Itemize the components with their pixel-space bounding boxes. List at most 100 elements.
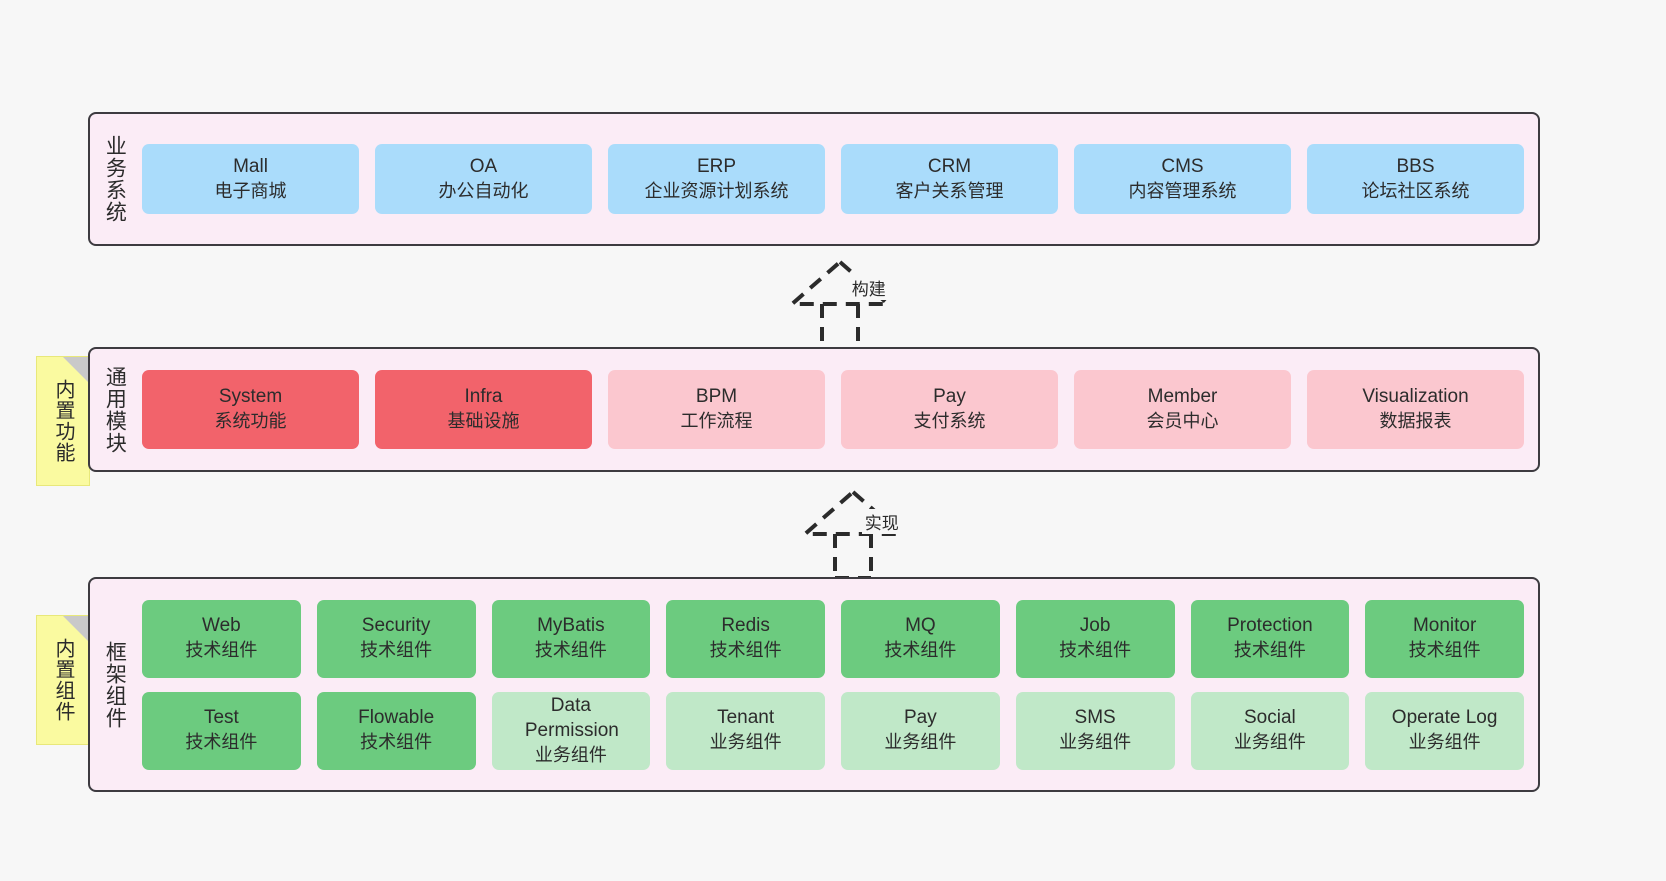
- card-oa[interactable]: OA 办公自动化: [375, 144, 592, 214]
- card-job-desc: 技术组件: [1059, 640, 1132, 661]
- connector-build: 构建: [760, 256, 920, 352]
- card-social[interactable]: Social 业务组件: [1190, 691, 1350, 770]
- card-bbs[interactable]: BBS 论坛社区系统: [1307, 144, 1524, 214]
- card-mall[interactable]: Mall 电子商城: [142, 144, 359, 214]
- sticky-note-builtin-components: 内置组件: [36, 615, 90, 745]
- sticky-fold-corner-icon: [63, 357, 89, 383]
- card-pay-module-name: Pay: [933, 386, 966, 408]
- card-erp-name: ERP: [696, 155, 737, 177]
- card-social-name: Social: [1244, 707, 1296, 729]
- card-data-permission-name: Data Permission: [524, 695, 619, 741]
- card-system[interactable]: System 系统功能: [142, 370, 359, 449]
- card-operate-log-name: Operate Log: [1391, 707, 1498, 729]
- card-security[interactable]: Security 技术组件: [316, 599, 476, 678]
- card-oa-name: OA: [469, 155, 498, 177]
- card-redis[interactable]: Redis 技术组件: [666, 599, 825, 678]
- card-crm-desc: 客户关系管理: [895, 180, 1004, 201]
- card-tenant[interactable]: Tenant 业务组件: [666, 691, 825, 770]
- card-infra-desc: 基础设施: [447, 411, 520, 432]
- card-cms-desc: 内容管理系统: [1128, 180, 1237, 201]
- card-flowable-desc: 技术组件: [360, 732, 433, 753]
- card-sms-desc: 业务组件: [1059, 732, 1132, 753]
- sticky-fold-corner-icon: [63, 616, 89, 642]
- card-system-name: System: [218, 386, 283, 408]
- layer-framework-title: 框架组件: [103, 640, 127, 729]
- card-operate-log[interactable]: Operate Log 业务组件: [1365, 691, 1524, 770]
- business-card-row: Mall 电子商城 OA 办公自动化 ERP 企业资源计划系统 CRM 客户关系…: [142, 144, 1524, 214]
- framework-card-row-1: Web 技术组件 Security 技术组件 MyBatis 技术组件 Redi…: [142, 599, 1524, 678]
- card-tenant-desc: 业务组件: [709, 732, 782, 753]
- card-erp-desc: 企业资源计划系统: [644, 180, 789, 201]
- layer-business-systems: 业务系统 Mall 电子商城 OA 办公自动化 ERP 企业资源计划系统 CRM…: [88, 112, 1540, 246]
- card-flowable-name: Flowable: [358, 707, 435, 729]
- card-sms[interactable]: SMS 业务组件: [1015, 691, 1175, 770]
- card-test-desc: 技术组件: [185, 732, 258, 753]
- card-security-desc: 技术组件: [360, 640, 433, 661]
- card-pay-module[interactable]: Pay 支付系统: [841, 370, 1058, 449]
- generalization-arrow-implement-icon: [799, 489, 907, 580]
- card-protection-desc: 技术组件: [1233, 640, 1306, 661]
- card-test[interactable]: Test 技术组件: [142, 691, 301, 770]
- card-visualization[interactable]: Visualization 数据报表: [1307, 370, 1524, 449]
- layer-common-modules: 通用模块 System 系统功能 Infra 基础设施 BPM 工作流程 Pay…: [88, 347, 1540, 472]
- card-monitor-desc: 技术组件: [1408, 640, 1481, 661]
- card-infra-name: Infra: [464, 386, 503, 408]
- card-security-name: Security: [361, 615, 431, 637]
- card-member-name: Member: [1147, 386, 1218, 408]
- card-infra[interactable]: Infra 基础设施: [375, 370, 592, 449]
- layer-modules-title: 通用模块: [103, 365, 127, 454]
- card-flowable[interactable]: Flowable 技术组件: [316, 691, 476, 770]
- card-mybatis-name: MyBatis: [537, 615, 605, 637]
- card-cms-name: CMS: [1161, 155, 1204, 177]
- sticky-note-builtin-components-label: 内置组件: [52, 638, 74, 722]
- card-cms[interactable]: CMS 内容管理系统: [1074, 144, 1291, 214]
- card-visualization-desc: 数据报表: [1379, 411, 1452, 432]
- card-sms-name: SMS: [1074, 707, 1116, 729]
- card-mybatis-desc: 技术组件: [534, 640, 607, 661]
- layer-business-body: Mall 电子商城 OA 办公自动化 ERP 企业资源计划系统 CRM 客户关系…: [138, 114, 1538, 244]
- layer-modules-body: System 系统功能 Infra 基础设施 BPM 工作流程 Pay 支付系统…: [138, 349, 1538, 470]
- card-visualization-name: Visualization: [1362, 386, 1469, 408]
- card-protection-name: Protection: [1227, 615, 1313, 637]
- card-web-desc: 技术组件: [185, 640, 258, 661]
- card-erp[interactable]: ERP 企业资源计划系统: [608, 144, 825, 214]
- card-monitor[interactable]: Monitor 技术组件: [1365, 599, 1524, 678]
- card-web[interactable]: Web 技术组件: [142, 599, 301, 678]
- card-mybatis[interactable]: MyBatis 技术组件: [491, 599, 651, 678]
- card-social-desc: 业务组件: [1233, 732, 1306, 753]
- generalization-arrow-build-icon: [786, 259, 894, 352]
- card-mall-name: Mall: [233, 155, 268, 177]
- card-bbs-name: BBS: [1396, 155, 1435, 177]
- card-test-name: Test: [203, 707, 239, 729]
- card-job[interactable]: Job 技术组件: [1015, 599, 1175, 678]
- card-protection[interactable]: Protection 技术组件: [1190, 599, 1350, 678]
- card-pay-module-desc: 支付系统: [913, 411, 986, 432]
- layer-framework-body: Web 技术组件 Security 技术组件 MyBatis 技术组件 Redi…: [138, 579, 1538, 790]
- card-mq[interactable]: MQ 技术组件: [841, 599, 1000, 678]
- connector-implement: 实现: [773, 488, 933, 584]
- card-job-name: Job: [1079, 615, 1111, 637]
- framework-card-row-2: Test 技术组件 Flowable 技术组件 Data Permission …: [142, 691, 1524, 770]
- card-data-permission-desc: 业务组件: [534, 744, 607, 765]
- card-web-name: Web: [202, 615, 241, 637]
- sticky-note-builtin-features-label: 内置功能: [52, 379, 74, 463]
- card-bpm-name: BPM: [695, 386, 738, 408]
- card-tenant-name: Tenant: [717, 707, 775, 729]
- card-member[interactable]: Member 会员中心: [1074, 370, 1291, 449]
- card-pay-component-desc: 业务组件: [884, 732, 957, 753]
- sticky-note-builtin-features: 内置功能: [36, 356, 90, 486]
- card-pay-component-name: Pay: [904, 707, 937, 729]
- card-crm-name: CRM: [927, 155, 972, 177]
- card-data-permission[interactable]: Data Permission 业务组件: [491, 691, 651, 770]
- card-crm[interactable]: CRM 客户关系管理: [841, 144, 1058, 214]
- card-pay-component[interactable]: Pay 业务组件: [841, 691, 1000, 770]
- layer-framework-components: 框架组件 Web 技术组件 Security 技术组件 MyBatis 技术组件…: [88, 577, 1540, 792]
- card-mq-desc: 技术组件: [884, 640, 957, 661]
- card-bbs-desc: 论坛社区系统: [1361, 180, 1470, 201]
- card-mall-desc: 电子商城: [214, 180, 287, 201]
- card-mq-name: MQ: [905, 615, 936, 637]
- card-bpm-desc: 工作流程: [680, 411, 753, 432]
- card-redis-desc: 技术组件: [709, 640, 782, 661]
- card-bpm[interactable]: BPM 工作流程: [608, 370, 825, 449]
